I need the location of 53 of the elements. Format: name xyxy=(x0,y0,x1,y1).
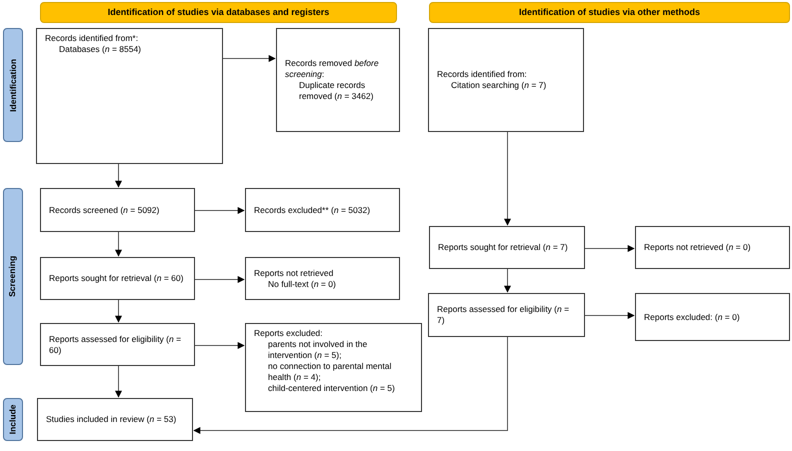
node-text: Records identified from: xyxy=(437,69,528,80)
process-box xyxy=(635,293,790,341)
arrow xyxy=(584,245,635,252)
section-header: Identification of studies via databases and registers xyxy=(40,2,397,23)
arrow xyxy=(194,276,245,283)
node-text: Reports assessed for eligibility (n = 7) xyxy=(437,304,570,326)
section-header: Identification of studies via other methods xyxy=(429,2,790,23)
node-text: parents not involved in the intervention (n = 5); xyxy=(267,339,368,361)
process-box xyxy=(40,257,195,300)
node-text: Records identified from*: xyxy=(45,33,140,44)
node-text: Records screened (n = 5092) xyxy=(49,204,160,216)
arrow xyxy=(584,312,635,319)
node-text: Reports assessed for eligibility (n = 60) xyxy=(49,334,182,356)
process-box xyxy=(428,293,585,337)
node-text: Citation searching (n = 7) xyxy=(450,80,548,91)
node-text: Reports sought for retrieval (n = 7) xyxy=(438,242,569,253)
process-box xyxy=(245,323,422,412)
phase-band: Include xyxy=(3,398,23,441)
arrow xyxy=(194,342,245,349)
arrow xyxy=(194,207,245,214)
node-text: Records removed before screening: xyxy=(285,58,380,80)
node-text: Reports sought for retrieval (n = 60) xyxy=(49,273,184,284)
node-text: Reports not retrieved (n = 0) xyxy=(644,242,752,253)
node-text: No full-text (n = 0) xyxy=(267,278,337,290)
node-text: child-centered intervention (n = 5) xyxy=(267,383,396,394)
process-box xyxy=(428,28,584,132)
arrow xyxy=(115,366,122,398)
node-text: Reports not retrieved xyxy=(254,268,334,278)
phase-band: Identification xyxy=(3,28,23,142)
node-text: Records excluded** (n = 5032) xyxy=(254,204,372,216)
process-box xyxy=(245,257,400,300)
node-text: no connection to parental mental health (n = 4); xyxy=(267,361,392,383)
arrow xyxy=(193,336,508,434)
phase-band: Screening xyxy=(3,188,23,365)
arrow xyxy=(504,268,511,293)
process-box xyxy=(276,28,400,132)
process-box xyxy=(37,398,193,441)
process-box xyxy=(245,188,400,232)
arrow xyxy=(504,132,511,226)
node-text: Studies included in review (n = 53) xyxy=(46,414,178,425)
arrow xyxy=(115,300,122,323)
node-text: Duplicate records removed (n = 3462) xyxy=(298,80,374,102)
arrow xyxy=(115,232,122,257)
arrow xyxy=(222,55,276,62)
process-box xyxy=(36,28,223,164)
node-text: Reports excluded: (n = 0) xyxy=(644,312,741,322)
node-text: Databases (n = 8554) xyxy=(58,44,142,55)
process-box xyxy=(635,226,790,269)
arrow xyxy=(115,164,122,188)
process-box xyxy=(40,188,195,232)
node-text: Reports excluded: xyxy=(254,328,324,339)
process-box xyxy=(40,323,195,366)
process-box xyxy=(429,226,585,269)
